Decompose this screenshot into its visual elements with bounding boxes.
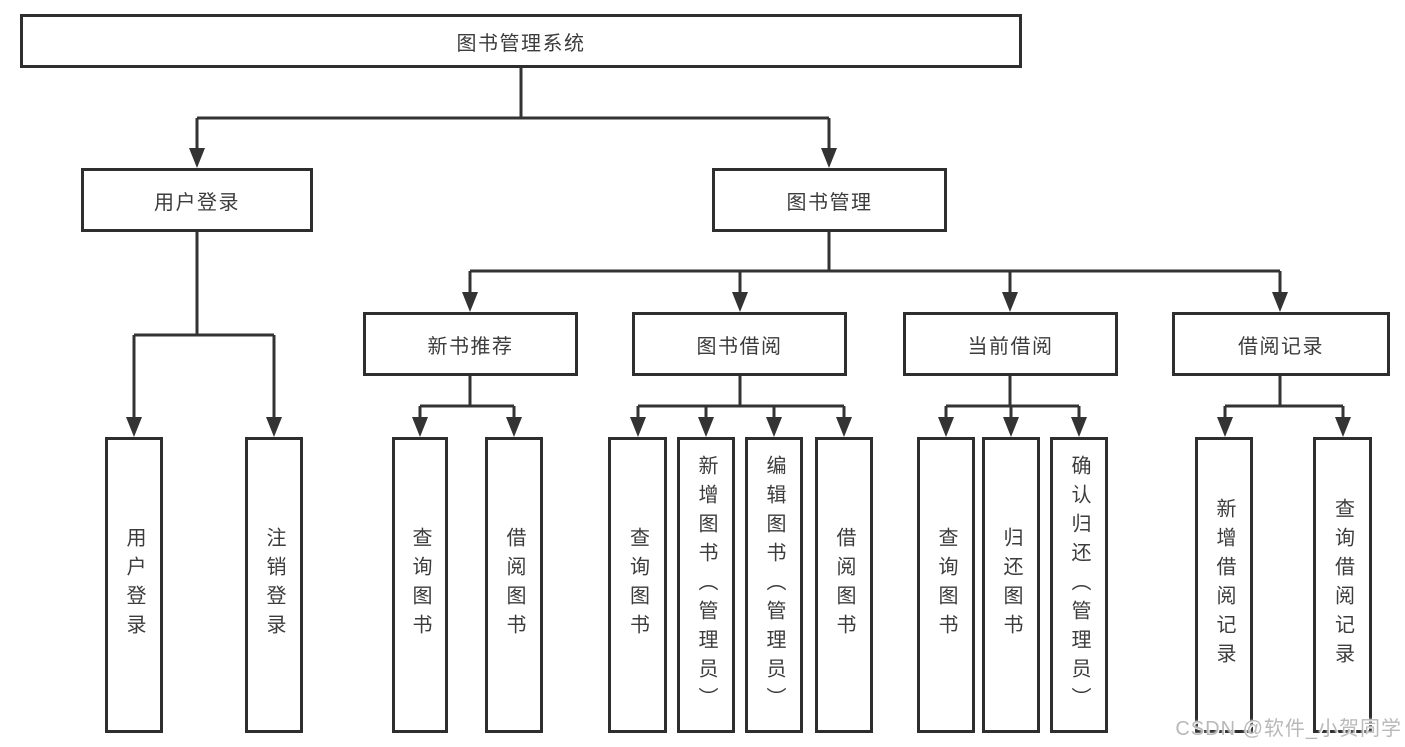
leaf-label: 借阅图书 bbox=[833, 527, 855, 643]
leaf-borrow-books-recommend: 借阅图书 bbox=[485, 437, 543, 733]
leaf-label: 用户登录 bbox=[123, 527, 145, 643]
leaf-label: 新增图书（管理员） bbox=[695, 454, 717, 716]
leaf-label: 查询图书 bbox=[935, 527, 957, 643]
leaf-borrow-books-borrowing: 借阅图书 bbox=[815, 437, 873, 733]
leaf-label: 新增借阅记录 bbox=[1213, 498, 1235, 672]
node-label: 图书借阅 bbox=[696, 335, 783, 358]
node-label: 图书管理 bbox=[786, 191, 873, 214]
node-root: 图书管理系统 bbox=[20, 14, 1022, 68]
leaf-label: 借阅图书 bbox=[503, 527, 525, 643]
leaf-query-books-borrowing: 查询图书 bbox=[608, 437, 667, 733]
leaf-label: 编辑图书（管理员） bbox=[763, 454, 785, 716]
csdn-watermark: CSDN @软件_小贺同学 bbox=[1175, 718, 1402, 740]
node-user-login-branch: 用户登录 bbox=[81, 168, 313, 232]
leaf-query-books-recommend: 查询图书 bbox=[392, 437, 448, 733]
node-new-book-recommendation: 新书推荐 bbox=[363, 312, 578, 376]
leaf-add-books-admin: 新增图书（管理员） bbox=[677, 437, 735, 733]
leaf-label: 归还图书 bbox=[1000, 527, 1022, 643]
leaf-add-borrow-record: 新增借阅记录 bbox=[1195, 437, 1253, 733]
leaf-label: 确认归还（管理员） bbox=[1068, 454, 1090, 716]
leaf-return-books: 归还图书 bbox=[982, 437, 1040, 733]
leaf-label: 查询图书 bbox=[626, 527, 649, 643]
node-label: 新书推荐 bbox=[427, 335, 514, 358]
node-label: 用户登录 bbox=[154, 191, 240, 214]
node-current-borrowing: 当前借阅 bbox=[903, 312, 1118, 376]
node-label: 借阅记录 bbox=[1238, 335, 1324, 358]
leaf-label: 查询图书 bbox=[409, 527, 431, 643]
leaf-edit-books-admin: 编辑图书（管理员） bbox=[745, 437, 803, 733]
arrowheads bbox=[126, 148, 1351, 437]
node-book-management: 图书管理 bbox=[712, 168, 947, 232]
node-borrowing-records: 借阅记录 bbox=[1172, 312, 1390, 376]
leaf-label: 查询借阅记录 bbox=[1331, 498, 1354, 672]
leaf-confirm-return-admin: 确认归还（管理员） bbox=[1050, 437, 1108, 733]
leaf-user-login: 用户登录 bbox=[105, 437, 163, 733]
leaf-query-borrow-record: 查询借阅记录 bbox=[1313, 437, 1372, 733]
leaf-query-books-current: 查询图书 bbox=[917, 437, 975, 733]
leaf-label: 注销登录 bbox=[263, 527, 285, 643]
node-label: 当前借阅 bbox=[967, 335, 1054, 358]
node-root-label: 图书管理系统 bbox=[456, 32, 586, 55]
node-book-borrowing: 图书借阅 bbox=[632, 312, 847, 376]
leaf-logout: 注销登录 bbox=[245, 437, 303, 733]
